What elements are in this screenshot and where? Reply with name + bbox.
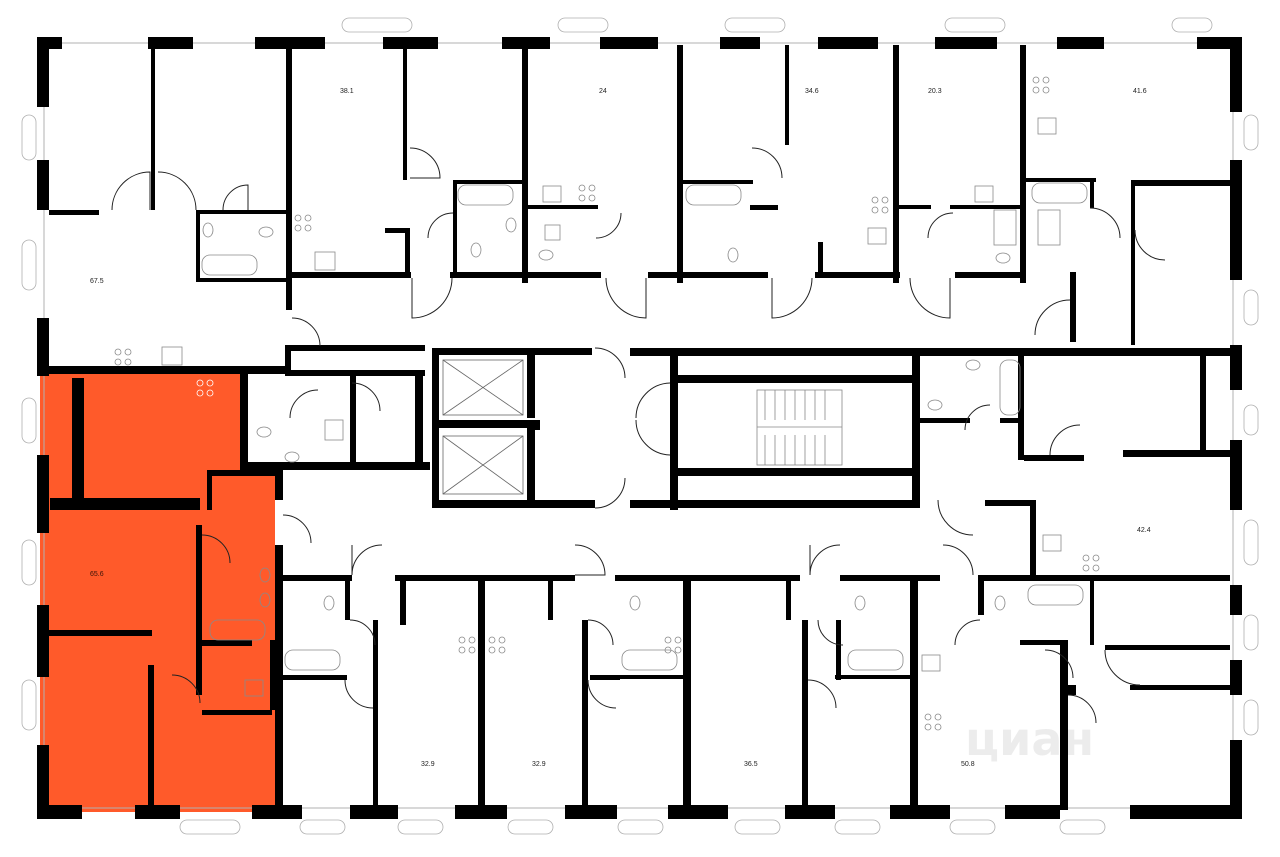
bath-fixtures: [161, 117, 1088, 697]
watermark-logo: циан: [965, 712, 1094, 766]
area-labels: 67.5 38.1 24 34.6 20.3 41.6 42.4 65.6 32…: [90, 88, 1151, 768]
area-label-50-8: 50.8: [961, 761, 975, 768]
cooktop-selected: [196, 379, 214, 397]
staircase: [756, 389, 843, 466]
area-label-20-3: 20.3: [928, 88, 942, 95]
area-label-24: 24: [599, 88, 607, 95]
interior-walls: [40, 45, 1233, 810]
area-label-38-1: 38.1: [340, 88, 354, 95]
area-label-67-5: 67.5: [90, 278, 104, 285]
area-label-42-4: 42.4: [1137, 527, 1151, 534]
area-label-36-5: 36.5: [744, 761, 758, 768]
elevators: [442, 359, 524, 495]
area-label-41-6: 41.6: [1133, 88, 1147, 95]
cooktops: [114, 76, 1100, 731]
window-symbols: [21, 17, 1259, 835]
area-label-32-9-a: 32.9: [421, 761, 435, 768]
area-label-34-6: 34.6: [805, 88, 819, 95]
area-label-65-6: 65.6: [90, 571, 104, 578]
area-label-32-9-b: 32.9: [532, 761, 546, 768]
door-swings: [111, 147, 1166, 724]
